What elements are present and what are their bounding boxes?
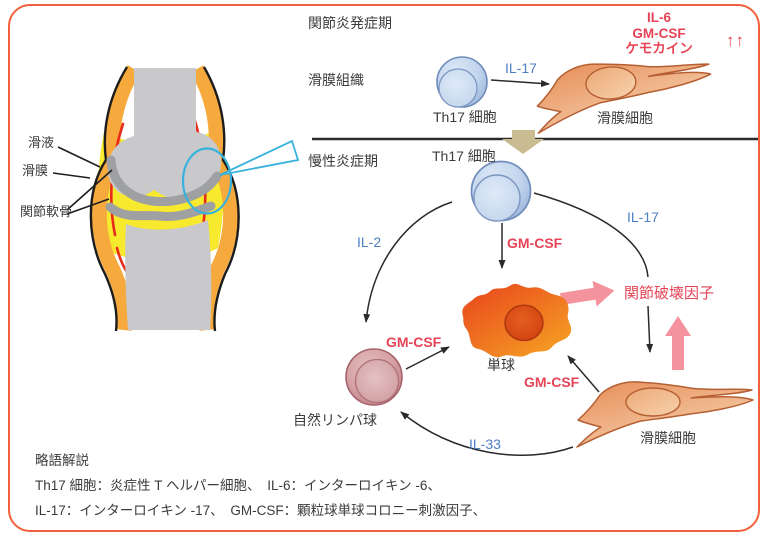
il2-arrow	[363, 201, 453, 323]
femur-bone	[107, 68, 222, 200]
joint-diagram	[52, 65, 300, 332]
glossary-title: 略語解説	[35, 453, 89, 468]
synovial-to-destruction-arrow	[665, 316, 691, 370]
label-chronic-phase: 慢性炎症期	[308, 153, 378, 169]
up-arrows-icon: ↑↑	[726, 31, 745, 50]
il17-curve-chronic	[533, 192, 649, 278]
th17-cell-chronic	[470, 160, 532, 222]
label-innate-lymphoid-cell: 自然リンパ球	[293, 412, 377, 428]
il17-arrow-acute	[490, 79, 550, 87]
label-il17-chronic: IL-17	[627, 209, 659, 225]
tibia-bone	[125, 220, 212, 330]
label-il6: IL-6	[646, 10, 671, 25]
label-th17-chronic: Th17 細胞	[432, 148, 496, 164]
label-gmcsf-th17: GM-CSF	[507, 235, 563, 251]
gmcsf-arrow-ilc-to-monocyte	[405, 346, 450, 370]
cartilage-lower	[105, 201, 216, 221]
label-synovial-cell-chronic: 滑膜細胞	[640, 430, 696, 446]
synovial-fibroblast-chronic	[576, 381, 754, 448]
monocyte-to-destruction-arrow	[560, 280, 615, 307]
glossary-line2: IL-17：インターロイキン -17、 GM-CSF：顆粒球単球コロニー刺激因子…	[35, 503, 487, 518]
label-articular-cartilage: 関節軟骨	[20, 204, 73, 219]
label-il17-acute: IL-17	[505, 60, 537, 76]
label-il2: IL-2	[357, 234, 382, 250]
glossary-line1: Th17 細胞：炎症性 T ヘルパー細胞、 IL-6：インターロイキン -6、	[35, 478, 441, 493]
phase-transition-arrow	[502, 130, 544, 154]
label-synovial-fluid: 滑液	[28, 135, 55, 150]
arrow-to-synovial-cell	[646, 305, 654, 353]
label-synovial-membrane: 滑膜	[22, 163, 49, 178]
label-joint-destruction-factors: 関節破壊因子	[624, 285, 715, 302]
label-synovial-tissue: 滑膜組織	[308, 72, 364, 88]
il33-arrow	[400, 411, 574, 456]
label-gmcsf-synovial: GM-CSF	[524, 374, 580, 390]
label-chemokine: ケモカイン	[625, 41, 693, 56]
capsule-left	[91, 65, 141, 331]
joint-pointer-lines	[52, 146, 113, 215]
monocyte-cell	[462, 283, 572, 358]
label-gmcsf-ilc: GM-CSF	[386, 334, 442, 350]
label-il33: IL-33	[469, 436, 501, 452]
label-th17-acute: Th17 細胞	[433, 109, 497, 125]
zoom-circle	[181, 147, 233, 215]
capsule-outline-right	[202, 66, 240, 332]
zoom-callout-wedge	[219, 139, 300, 176]
label-acute-products: IL-6 GM-CSF ケモカイン	[616, 10, 702, 57]
cytokine-arrows	[363, 192, 654, 456]
label-synovial-cell-acute: 滑膜細胞	[597, 110, 653, 126]
innate-lymphoid-cell	[345, 348, 403, 406]
gmcsf-arrow-synovial-to-monocyte	[567, 355, 600, 393]
label-gmcsf-acute: GM-CSF	[632, 25, 686, 41]
label-monocyte: 単球	[487, 357, 515, 373]
destruction-arrows	[560, 280, 691, 370]
cartilage-upper	[106, 155, 222, 207]
synovial-fibroblast-acute	[532, 55, 715, 134]
th17-cell-acute	[436, 56, 488, 108]
label-acute-phase: 関節炎発症期	[308, 15, 392, 31]
